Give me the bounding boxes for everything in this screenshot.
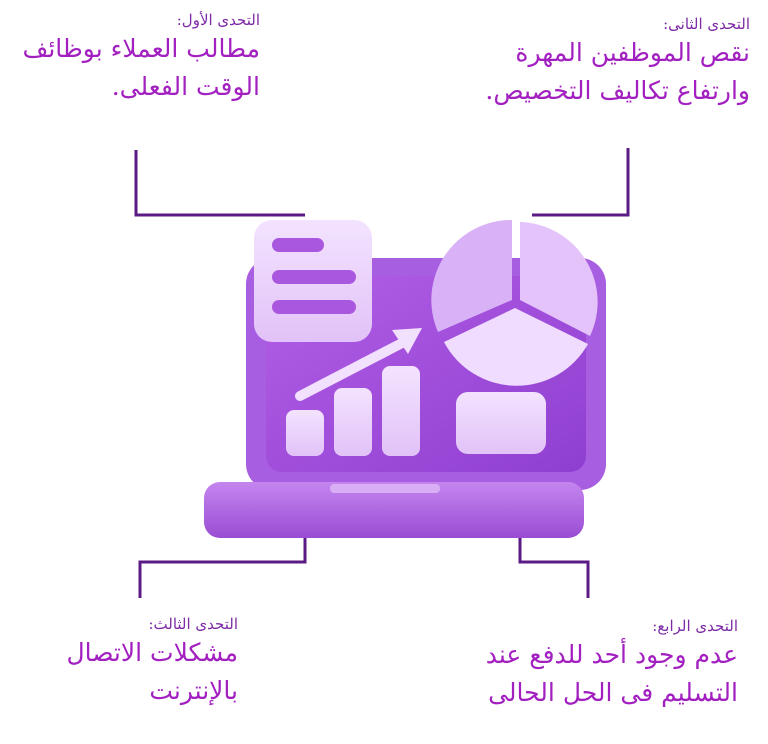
laptop-base [204, 482, 584, 538]
challenge-1-line-1: مطالب العملاء بوظائف [22, 34, 260, 63]
challenge-2: التحدى الثانى: نقص الموظفين المهرة وارتف… [450, 14, 750, 110]
challenge-4-label: التحدى الرابع: [652, 617, 738, 635]
pie-slice-right [520, 222, 598, 336]
bar-3 [382, 366, 420, 456]
challenge-4: التحدى الرابع: عدم وجود أحد للدفع عند ال… [438, 616, 738, 712]
pie-slice-left [431, 219, 512, 332]
challenge-2-label: التحدى الثانى: [663, 15, 750, 33]
challenge-1-label: التحدى الأول: [176, 11, 260, 29]
challenge-3-label: التحدى الثالث: [148, 615, 238, 633]
pie-chart-icon [431, 219, 598, 386]
bar-1 [286, 410, 324, 456]
document-line-2 [272, 270, 356, 284]
challenge-3: التحدى الثالث: مشكلات الاتصال بالإنترنت [8, 614, 238, 710]
laptop-trackpad-notch [330, 484, 440, 493]
bar-2 [334, 388, 372, 456]
trend-arrow-head [392, 328, 422, 354]
challenge-1-line-2: الوقت الفعلى. [111, 72, 260, 101]
connector-challenge-3 [138, 537, 307, 598]
challenge-4-line-2: التسليم فى الحل الحالى [488, 678, 738, 707]
challenge-3-line-2: بالإنترنت [149, 676, 238, 705]
pie-slice-bottom [444, 308, 588, 386]
challenge-2-line-1: نقص الموظفين المهرة [515, 38, 750, 67]
trend-arrow-icon [295, 337, 409, 401]
connector-challenge-4 [518, 537, 590, 598]
challenge-1: التحدى الأول: مطالب العملاء بوظائف الوقت… [20, 10, 260, 106]
connector-lines [134, 148, 630, 598]
connector-challenge-1 [134, 150, 305, 217]
challenge-2-line-2: وارتفاع تكاليف التخصيص. [485, 76, 750, 105]
info-card [456, 392, 546, 454]
laptop-icon [204, 219, 606, 538]
connector-challenge-2 [532, 148, 630, 217]
document-line-3 [272, 300, 356, 314]
challenge-4-line-1: عدم وجود أحد للدفع عند [485, 640, 738, 669]
document-line-1 [272, 238, 324, 252]
growth-bars-icon [286, 328, 422, 456]
challenge-3-line-1: مشكلات الاتصال [66, 638, 238, 667]
